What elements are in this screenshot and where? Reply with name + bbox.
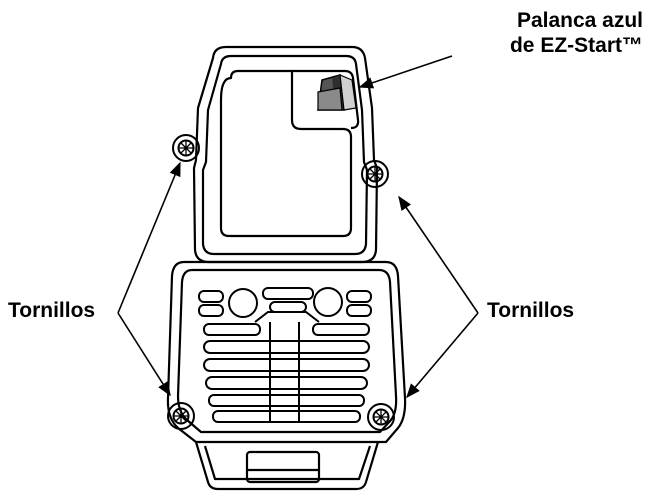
lever-label-line2: de EZ-Start™ xyxy=(509,34,643,57)
upper-cover xyxy=(192,45,379,264)
arrow-screw-left-top xyxy=(117,161,181,314)
screws-label-left: Tornillos xyxy=(8,299,96,322)
arrow-lever xyxy=(358,55,453,89)
screw-bottom-left xyxy=(167,402,195,430)
arrow-screw-left-bottom xyxy=(117,312,171,397)
leader-arrows xyxy=(117,55,479,399)
screw-top-left xyxy=(172,134,200,162)
arrow-screw-right-bottom xyxy=(406,312,479,399)
ez-start-lever xyxy=(317,74,357,111)
lower-shroud xyxy=(166,260,407,444)
lever-label-line1: Palanca azul xyxy=(516,9,643,32)
grille xyxy=(198,287,372,423)
screws-label-right: Tornillos xyxy=(487,299,575,322)
lever-callout-label: Palanca azul de EZ-Start™ xyxy=(510,8,643,58)
screw-bottom-right xyxy=(367,403,395,431)
arrow-screw-right-top xyxy=(398,195,479,314)
screw-top-right xyxy=(361,160,389,188)
bottom-base xyxy=(194,441,380,491)
